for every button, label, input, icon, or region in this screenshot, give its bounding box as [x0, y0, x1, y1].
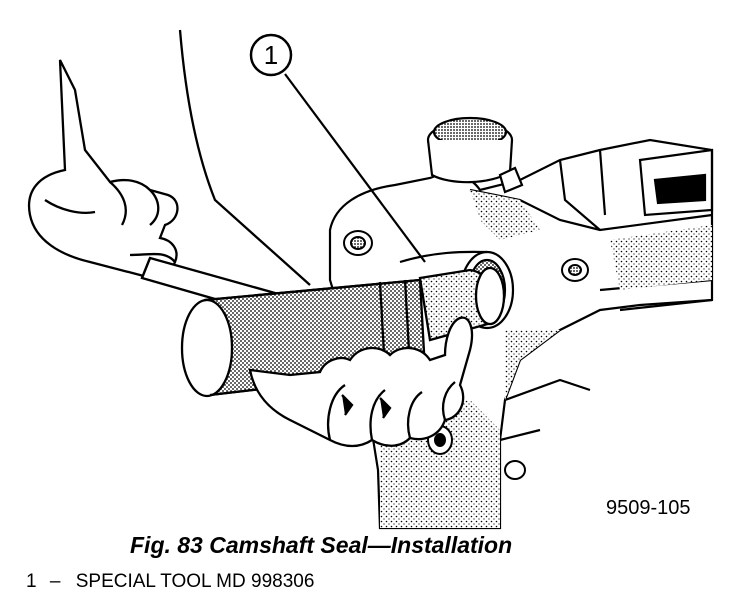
figure-code: 9509-105 [606, 497, 691, 519]
callout-1-number: 1 [264, 40, 278, 70]
legend-item-text: SPECIAL TOOL MD 998306 [75, 571, 315, 592]
right-hand [248, 316, 474, 448]
legend-item-separator: – [49, 571, 61, 592]
callout-1: 1 [249, 33, 426, 263]
legend-item: 1 – SPECIAL TOOL MD 998306 [26, 571, 314, 593]
figure-title: Fig. 83 Camshaft Seal—Installation [130, 532, 513, 558]
mounting-bolts [343, 230, 589, 480]
oil-filler-cap [426, 116, 524, 194]
operator-sleeve [178, 29, 311, 286]
camshaft-seal-installation-illustration: 1 [27, 29, 714, 530]
legend-item-number: 1 [26, 571, 37, 592]
left-hand [27, 59, 179, 279]
legend: 1 – SPECIAL TOOL MD 998306 [26, 571, 314, 593]
